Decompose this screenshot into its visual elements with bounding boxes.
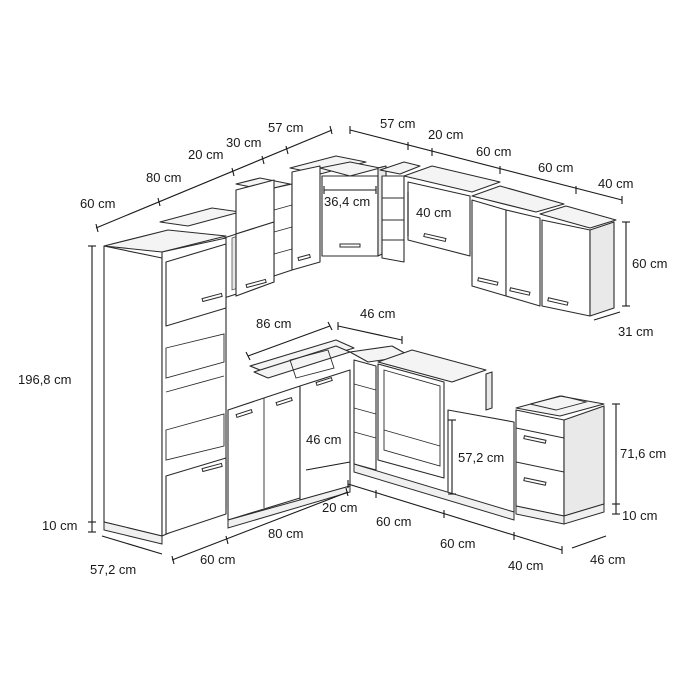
- label-wall-height: 60 cm: [632, 256, 667, 271]
- label-top-57-right: 57 cm: [380, 116, 415, 131]
- label-counter-86: 86 cm: [256, 316, 291, 331]
- dimension-labels: 57 cm 30 cm 20 cm 80 cm 60 cm 57 cm 20 c…: [18, 116, 667, 577]
- label-oven-height: 57,2 cm: [458, 450, 504, 465]
- label-wall-depth: 31 cm: [618, 324, 653, 339]
- label-front-80: 80 cm: [268, 526, 303, 541]
- drawer-cabinet: [515, 395, 605, 525]
- label-front-57-2: 57,2 cm: [90, 562, 136, 577]
- label-top-40: 40 cm: [598, 176, 633, 191]
- label-bottom-46: 46 cm: [590, 552, 625, 567]
- label-bottom-60-b: 60 cm: [440, 536, 475, 551]
- label-bottom-60-a: 60 cm: [376, 514, 411, 529]
- label-front-60: 60 cm: [200, 552, 235, 567]
- label-top-60-b: 60 cm: [538, 160, 573, 175]
- label-corner-base-depth: 46 cm: [306, 432, 341, 447]
- label-tall-height: 196,8 cm: [18, 372, 71, 387]
- label-top-30: 30 cm: [226, 135, 261, 150]
- label-wall-cabinet-40: 40 cm: [416, 205, 451, 220]
- label-counter-46-top: 46 cm: [360, 306, 395, 321]
- label-top-60-left: 60 cm: [80, 196, 115, 211]
- label-top-20-left: 20 cm: [188, 147, 223, 162]
- tall-cabinet: [103, 229, 227, 545]
- label-top-20-right: 20 cm: [428, 127, 463, 142]
- base-left-cabinets: [227, 339, 355, 529]
- label-corner-wall-width: 36,4 cm: [324, 194, 370, 209]
- label-plinth-left: 10 cm: [42, 518, 77, 533]
- label-bottom-20: 20 cm: [322, 500, 357, 515]
- label-base-height: 71,6 cm: [620, 446, 666, 461]
- label-top-80: 80 cm: [146, 170, 181, 185]
- label-bottom-40: 40 cm: [508, 558, 543, 573]
- upper-right-cabinets: [379, 161, 617, 317]
- dimension-lines: [88, 125, 630, 565]
- label-top-60-a: 60 cm: [476, 144, 511, 159]
- upper-corner-cabinet: [319, 161, 387, 257]
- upper-left-cabinets: [159, 155, 367, 299]
- base-corner-cabinets: [349, 345, 515, 521]
- label-top-57-left: 57 cm: [268, 120, 303, 135]
- label-plinth-right: 10 cm: [622, 508, 657, 523]
